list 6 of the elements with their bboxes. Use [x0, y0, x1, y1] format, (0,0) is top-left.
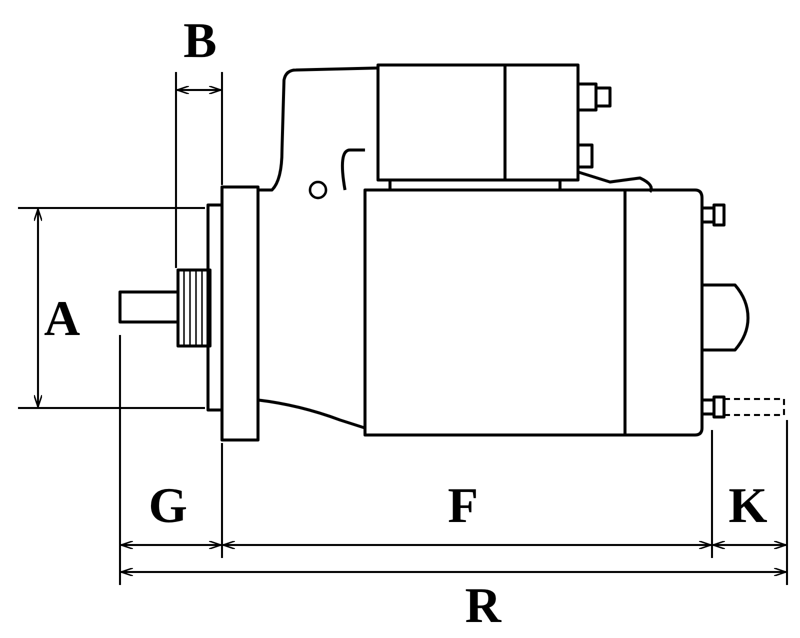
dimension-label: K — [728, 480, 768, 530]
dimension-label: G — [148, 480, 188, 530]
dimension-label: B — [183, 15, 217, 65]
dimension-label: F — [448, 480, 478, 530]
dimension-label: R — [464, 580, 502, 630]
dimension-label: A — [44, 293, 80, 343]
